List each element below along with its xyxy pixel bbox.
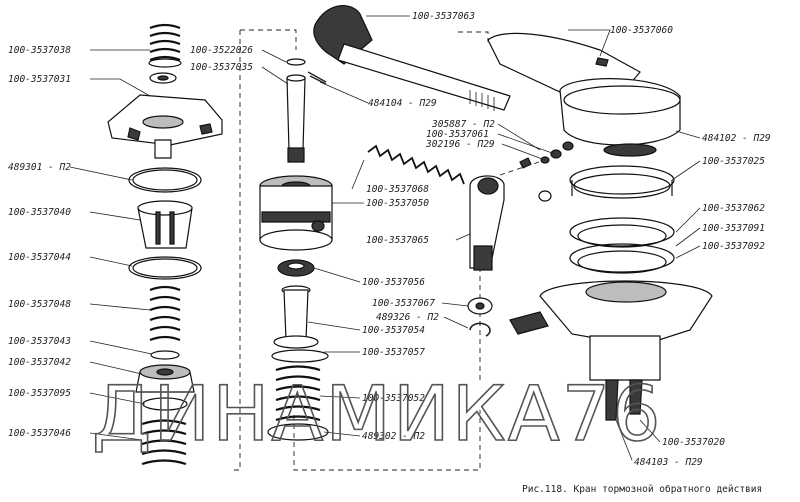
- part-label: 100-3537025: [702, 156, 765, 167]
- snap-clip: [469, 322, 491, 337]
- washer-top: [149, 72, 177, 84]
- cotter-pin: [307, 71, 327, 85]
- part-label: 100-3537046: [8, 428, 71, 439]
- washer-middle: [150, 350, 180, 360]
- valve-body-lower: [135, 364, 195, 411]
- watermark-text: ДИНАМИКА76: [92, 369, 662, 458]
- part-label: 100-3537062: [702, 203, 765, 214]
- part-label: 100-3537067: [372, 298, 435, 309]
- spring-top: [148, 23, 182, 68]
- stem-center: [273, 285, 319, 349]
- part-labels: 100-3537038 100-3537031 489301 - П2 100-…: [8, 11, 771, 468]
- spring-middle: [149, 285, 181, 342]
- part-label: 489302 - П2: [362, 431, 425, 442]
- spring-bottom: [141, 419, 187, 466]
- part-label: 100-3537061: [426, 129, 489, 140]
- part-label: 100-3537038: [8, 45, 71, 56]
- spring-center: [275, 365, 321, 422]
- part-label: 100-3537040: [8, 207, 71, 218]
- pin-top: [286, 58, 306, 163]
- part-label: 100-3537060: [610, 25, 673, 36]
- washer-center: [271, 349, 329, 363]
- part-label: 100-3537091: [702, 223, 765, 234]
- part-label: 100-3537048: [8, 299, 71, 310]
- valve-housing-block: [259, 175, 333, 251]
- housing-ring: [569, 165, 675, 199]
- part-label: 489301 - П2: [8, 162, 71, 173]
- part-label: 100-3537035: [190, 62, 253, 73]
- part-label: 100-3522026: [190, 45, 253, 56]
- part-label: 305887 - П2: [431, 119, 495, 130]
- upper-housing: [487, 32, 681, 157]
- part-label: 100-3537020: [662, 437, 725, 448]
- part-label: 100-3537092: [702, 241, 765, 252]
- part-label: 484102 - П29: [702, 133, 771, 144]
- part-label: 484103 - П29: [634, 457, 703, 468]
- part-label: 100-3537054: [362, 325, 425, 336]
- snap-ring-center: [267, 423, 329, 441]
- base-housing: [509, 280, 713, 421]
- piston-cup: [137, 200, 193, 249]
- assembly-axis-lines: [232, 29, 546, 471]
- leader-lines: [69, 15, 701, 461]
- part-label: 100-3537044: [8, 252, 71, 263]
- part-label: 484104 - П29: [368, 98, 437, 109]
- part-label: 489326 - П2: [376, 312, 439, 323]
- part-label: 100-3537068: [366, 184, 429, 195]
- figure-caption: Рис.118. Кран тормозной обратного действ…: [522, 484, 762, 495]
- pedal-lever: [313, 5, 511, 111]
- small-fasteners: [519, 141, 574, 202]
- ring-seal-1: [128, 256, 202, 280]
- part-label: 100-3537050: [366, 198, 429, 209]
- part-label: 100-3537052: [362, 393, 425, 404]
- seal-ring-center: [277, 259, 315, 277]
- guide-plate: [107, 94, 223, 159]
- part-label: 100-3537063: [412, 11, 475, 22]
- part-label: 100-3537031: [8, 74, 71, 85]
- rubber-rings: [569, 217, 675, 274]
- part-label: 100-3537065: [366, 235, 429, 246]
- part-label: 302196 - П29: [425, 139, 495, 150]
- bell-crank-lever: [469, 175, 505, 271]
- part-label: 100-3537057: [362, 347, 425, 358]
- part-label: 100-3537056: [362, 277, 425, 288]
- part-label: 100-3537095: [8, 388, 71, 399]
- roller: [467, 297, 493, 315]
- return-spring: [367, 144, 465, 185]
- part-label: 100-3537043: [8, 336, 71, 347]
- retaining-ring-1: [128, 167, 202, 193]
- part-label: 100-3537042: [8, 357, 71, 368]
